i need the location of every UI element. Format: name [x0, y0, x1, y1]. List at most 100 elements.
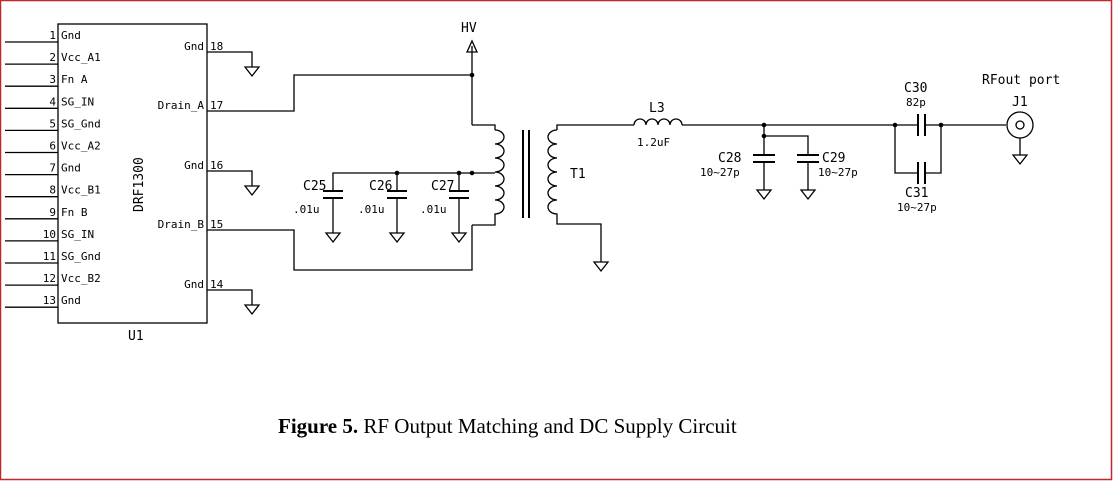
c27-ref: C27 [431, 179, 454, 194]
j1-ref: J1 [1012, 95, 1028, 110]
pin-label: Gnd [184, 159, 204, 172]
pin-label: Gnd [184, 278, 204, 291]
pin-label: Drain_B [158, 218, 205, 231]
capacitor-c29: C29 10~27p [761, 133, 858, 201]
c27-value: .01u [420, 203, 447, 216]
pin-label: SG_IN [61, 228, 94, 241]
c26-value: .01u [358, 203, 385, 216]
capacitor-c31: C31 10~27p [894, 125, 942, 214]
pin-number: 11 [43, 250, 56, 263]
caption-text: RF Output Matching and DC Supply Circuit [358, 414, 737, 438]
capacitor-c27: C27 .01u [420, 179, 469, 244]
chip-name: DRF1300 [132, 157, 147, 212]
pin-label: SG_IN [61, 95, 94, 108]
capacitor-c30: C30 82p [904, 81, 1006, 136]
chip-pin-12: 12 Vcc_B2 [5, 272, 101, 286]
c30-value: 82p [906, 96, 926, 109]
inductor-l3: L3 1.2uF [633, 101, 683, 149]
pin-number: 7 [49, 162, 56, 175]
transformer-core [522, 130, 530, 218]
pin-label: Gnd [61, 294, 81, 307]
pin-number: 4 [49, 95, 56, 108]
chip-ground-symbols [207, 51, 261, 316]
pin-label: Vcc_B2 [61, 272, 101, 285]
transformer-t1: T1 [494, 124, 634, 273]
pin-label: SG_Gnd [61, 117, 101, 130]
pin-label: Gnd [184, 40, 204, 53]
pin-number: 14 [210, 278, 224, 291]
c31-ref: C31 [905, 186, 928, 201]
supply-arrow-icon [465, 39, 479, 75]
pin-label: Drain_A [158, 99, 205, 112]
pin-number: 10 [43, 228, 56, 241]
c31-value: 10~27p [897, 201, 937, 214]
capacitor-c28: C28 10~27p [700, 125, 775, 201]
capacitor-c25: C25 .01u [293, 179, 343, 244]
c25-ref: C25 [303, 179, 326, 194]
c26-ref: C26 [369, 179, 392, 194]
pin-number: 18 [210, 40, 223, 53]
c29-ref: C29 [822, 151, 845, 166]
pin-label: Gnd [61, 162, 81, 175]
pin-number: 3 [49, 73, 56, 86]
pin-number: 1 [49, 29, 56, 42]
chip-pin-17: Drain_A 17 [158, 99, 224, 112]
figure-caption: Figure 5. RF Output Matching and DC Supp… [278, 414, 737, 438]
chip-pin-10: 10 SG_IN [5, 228, 94, 242]
secondary-winding [547, 129, 558, 218]
pin-label: SG_Gnd [61, 250, 101, 263]
chip-pin-18: Gnd 18 [184, 40, 223, 53]
output-network: C28 10~27p C29 10~27p C30 82p C31 10~27p [682, 73, 1060, 214]
connector-j1: RFout port J1 [982, 73, 1060, 166]
chip-pin-1: 1 Gnd [5, 29, 81, 43]
chip-pin-5: 5 SG_Gnd [5, 117, 101, 132]
pin-label: Vcc_B1 [61, 184, 101, 197]
hv-supply: HV [461, 21, 479, 75]
ground-icon [207, 289, 261, 316]
pin-number: 2 [49, 51, 56, 64]
pin-number: 15 [210, 218, 223, 231]
pin-label: Gnd [61, 29, 81, 42]
chip-pin-11: 11 SG_Gnd [5, 250, 101, 264]
ground-icon [207, 170, 261, 197]
chip-pin-14: Gnd 14 [184, 278, 223, 291]
pin-number: 16 [210, 159, 223, 172]
chip-pin-16: Gnd 16 [184, 159, 223, 172]
pin-label: Fn A [61, 73, 88, 86]
chip-pin-6: 6 Vcc_A2 [5, 140, 101, 154]
chip-pin-3: 3 Fn A [5, 73, 88, 87]
pin-label: Vcc_A1 [61, 51, 101, 64]
pin-number: 9 [49, 206, 56, 219]
ground-icon [207, 51, 261, 78]
pin-label: Vcc_A2 [61, 140, 101, 153]
l3-value: 1.2uF [637, 136, 670, 149]
pin-number: 13 [43, 294, 56, 307]
primary-winding [494, 129, 505, 218]
chip-pin-15: Drain_B 15 [158, 218, 224, 231]
chip-ref: U1 [128, 329, 144, 344]
chip-pin-4: 4 SG_IN [5, 95, 94, 109]
chip-pin-13: 13 Gnd [5, 294, 81, 308]
ground-icon [556, 218, 610, 273]
pin-number: 12 [43, 272, 56, 285]
pin-number: 6 [49, 140, 56, 153]
t1-ref: T1 [570, 167, 586, 182]
inductor-coil [633, 118, 683, 126]
c28-ref: C28 [718, 151, 741, 166]
capacitor-c26: C26 .01u [358, 179, 407, 244]
chip-pin-2: 2 Vcc_A1 [5, 51, 101, 65]
pin-number: 17 [210, 99, 223, 112]
caption-prefix: Figure 5. [278, 414, 358, 438]
pin-label: Fn B [61, 206, 88, 219]
pin-number: 8 [49, 184, 56, 197]
c28-value: 10~27p [700, 166, 740, 179]
decoupling-caps: C25 .01u C26 .01u C27 .01u [293, 170, 472, 244]
pin-number: 5 [49, 117, 56, 130]
c29-value: 10~27p [818, 166, 858, 179]
l3-ref: L3 [649, 101, 665, 116]
chip-pin-7: 7 Gnd [5, 162, 81, 176]
